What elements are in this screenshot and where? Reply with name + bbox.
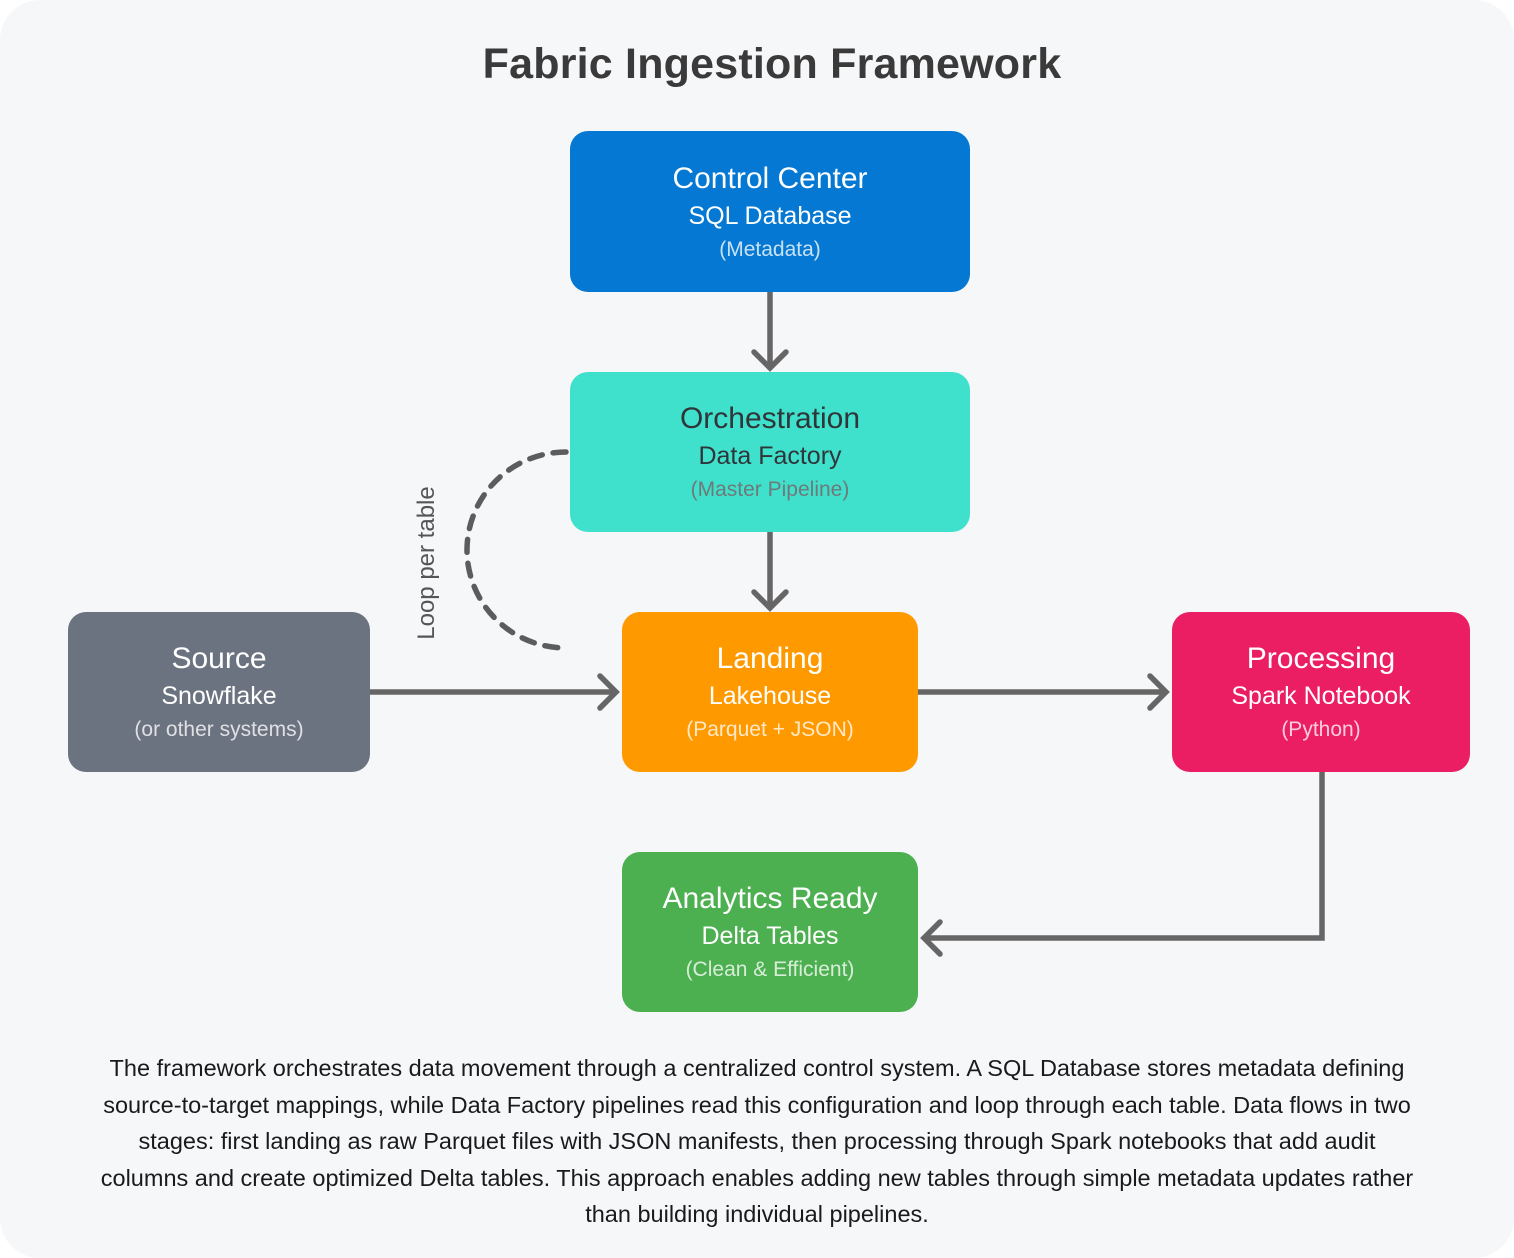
node-subtitle: SQL Database — [688, 201, 852, 230]
node-detail: (Master Pipeline) — [690, 478, 850, 501]
node-title: Landing — [716, 642, 824, 675]
node-detail: (Metadata) — [719, 237, 821, 261]
arrow-orchestration-to-landing — [751, 532, 789, 612]
arrow-processing-to-analytics — [920, 772, 1325, 957]
node-detail: (or other systems) — [134, 718, 304, 741]
node-detail: (Clean & Efficient) — [685, 958, 855, 981]
node-processing: Processing Spark Notebook (Python) — [1172, 612, 1470, 772]
loop-arc — [464, 449, 569, 651]
loop-label: Loop per table — [413, 486, 440, 640]
description-paragraph: The framework orchestrates data movement… — [100, 1055, 1414, 1227]
node-title: Analytics Ready — [662, 882, 878, 915]
node-control-center: Control Center SQL Database (Metadata) — [570, 131, 970, 292]
node-detail: (Python) — [1281, 718, 1361, 741]
node-title: Orchestration — [679, 402, 861, 435]
node-subtitle: Lakehouse — [708, 682, 832, 710]
node-subtitle: Delta Tables — [701, 922, 839, 950]
node-title: Source — [171, 642, 267, 675]
node-subtitle: Data Factory — [698, 442, 842, 470]
node-orchestration: Orchestration Data Factory (Master Pipel… — [570, 372, 970, 532]
node-subtitle: Snowflake — [161, 682, 277, 710]
node-analytics-ready: Analytics Ready Delta Tables (Clean & Ef… — [622, 852, 918, 1012]
arrow-control-to-orchestration — [751, 292, 789, 372]
page-title: Fabric Ingestion Framework — [482, 40, 1062, 88]
node-subtitle: Spark Notebook — [1231, 682, 1411, 710]
arrow-landing-to-processing — [918, 673, 1170, 711]
arrow-source-to-landing — [370, 673, 620, 711]
node-source: Source Snowflake (or other systems) — [68, 612, 370, 772]
node-title: Processing — [1246, 642, 1396, 675]
node-detail: (Parquet + JSON) — [686, 718, 854, 741]
node-landing: Landing Lakehouse (Parquet + JSON) — [622, 612, 918, 772]
node-title: Control Center — [672, 161, 868, 195]
